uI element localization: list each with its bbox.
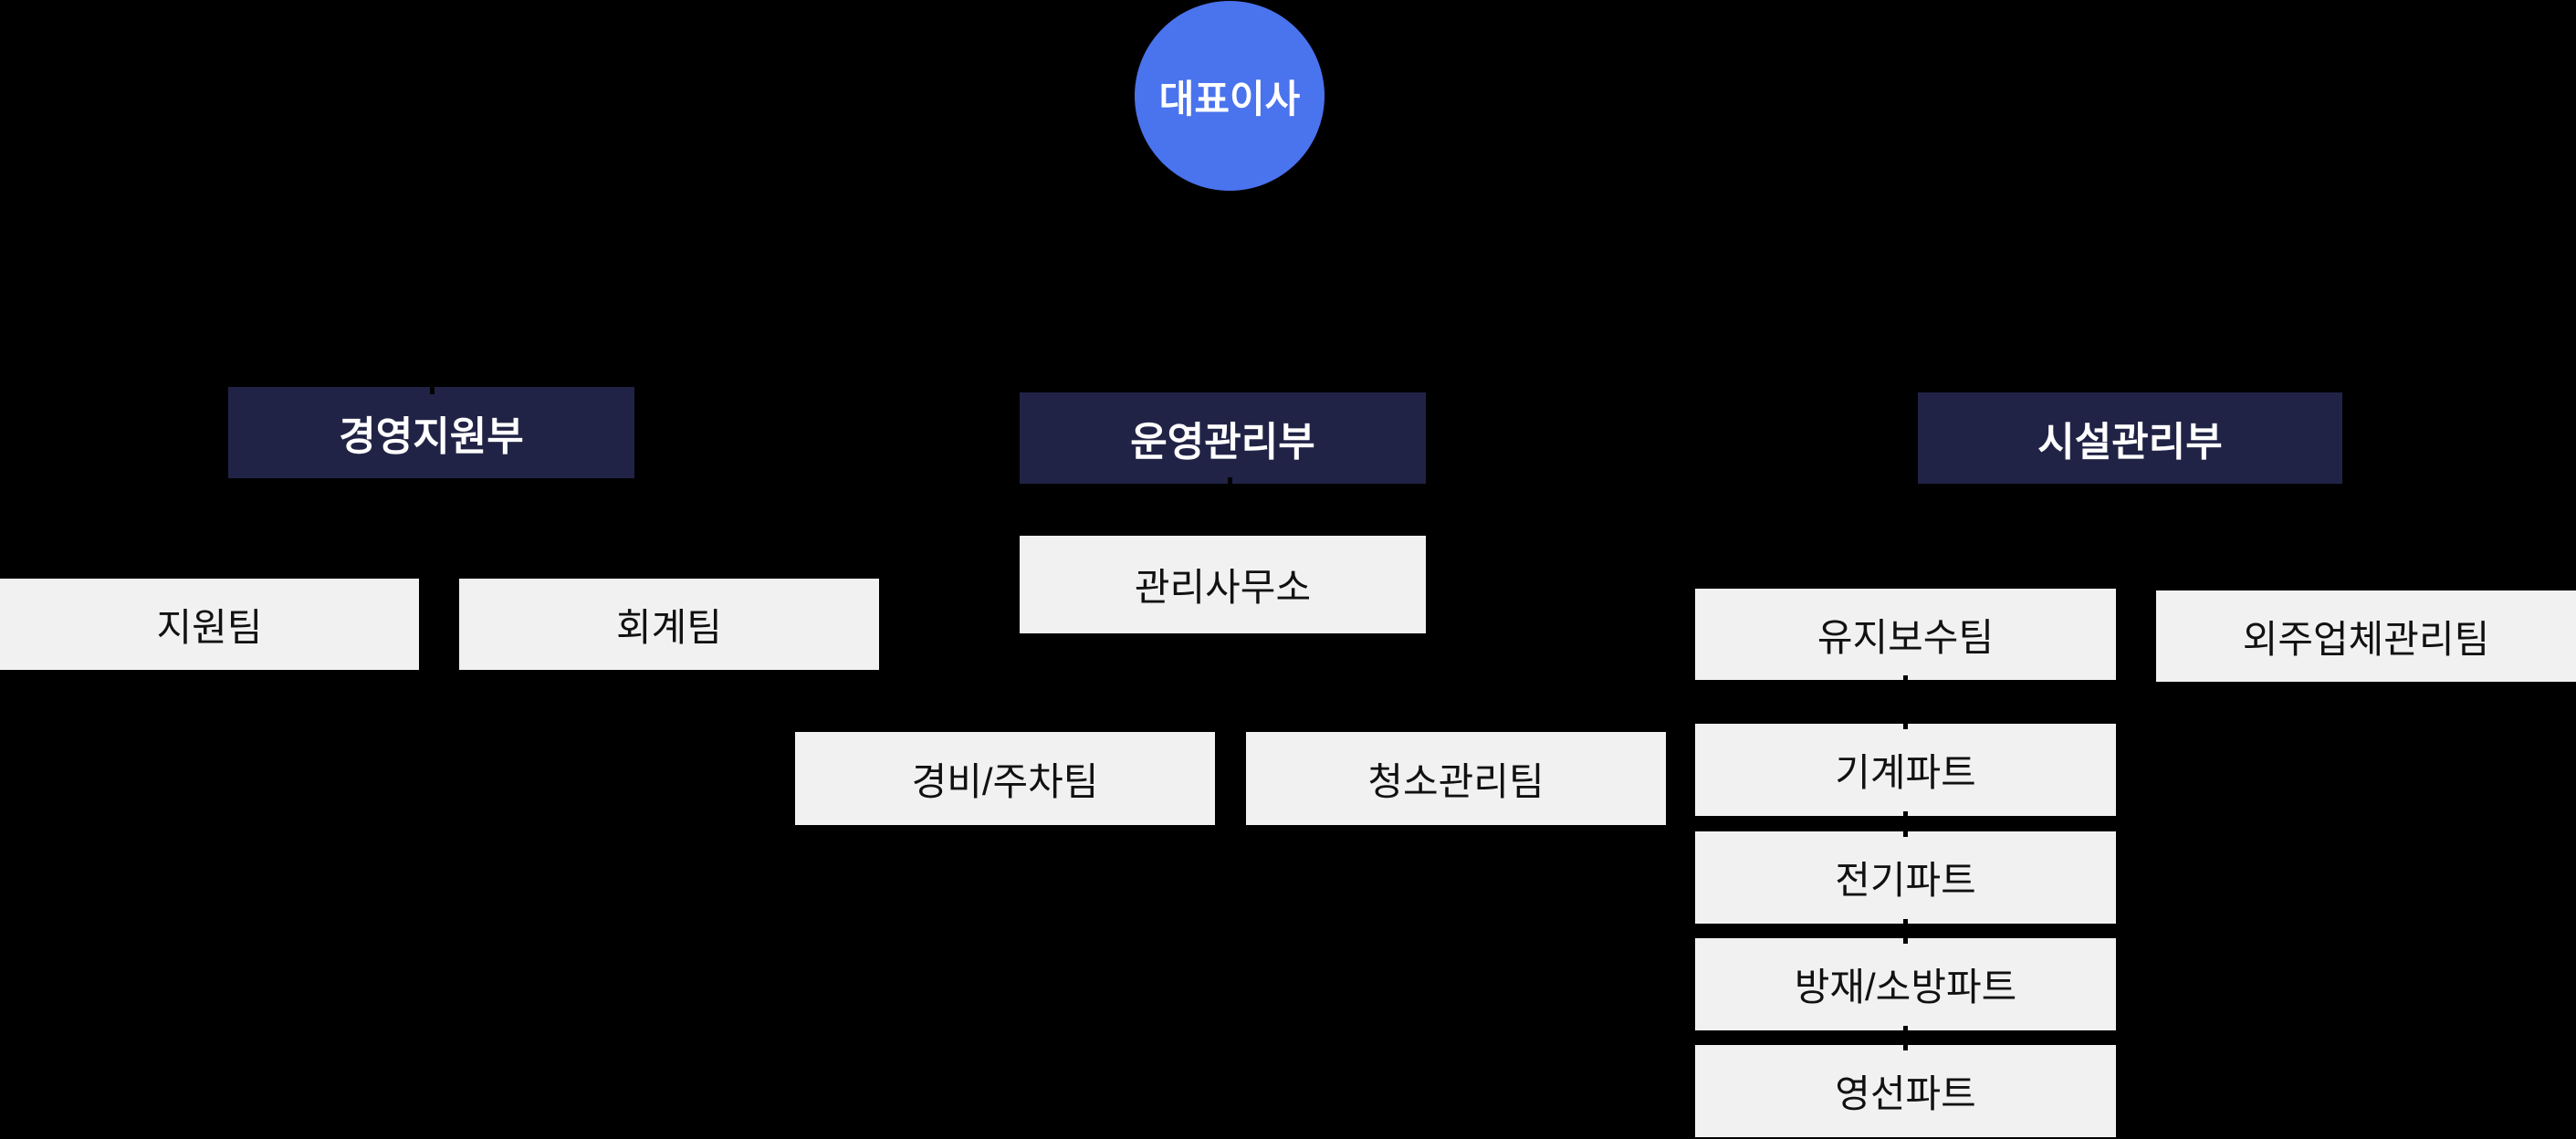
team-box-security-parking-team: 경비/주차팀 [795, 732, 1215, 825]
team-box-cleaning-management-team: 청소관리팀 [1246, 732, 1666, 825]
department-label: 시설관리부 [2037, 420, 2223, 465]
subteam-box-electrical-part: 전기파트 [1695, 831, 2116, 924]
department-header-management-support: 경영지원부 [228, 387, 634, 478]
department-header-facility-management: 시설관리부 [1918, 392, 2342, 484]
subteam-label: 전기파트 [1835, 859, 1976, 902]
subteam-box-mechanical-part: 기계파트 [1695, 724, 2116, 816]
subteam-box-disaster-fire-part: 방재/소방파트 [1695, 938, 2116, 1030]
department-header-operations-management: 운영관리부 [1020, 392, 1426, 484]
ceo-node: 대표이사 [1135, 1, 1325, 191]
subteam-label: 기계파트 [1835, 751, 1976, 794]
connector-tick [1903, 934, 1908, 944]
subteam-label: 방재/소방파트 [1794, 966, 2017, 1008]
team-box-maintenance-team: 유지보수팀 [1695, 589, 2116, 680]
department-label: 경영지원부 [339, 414, 524, 459]
team-label: 경비/주차팀 [911, 759, 1099, 803]
connector-tick [1903, 811, 1908, 821]
team-label: 청소관리팀 [1367, 759, 1545, 803]
team-label: 유지보수팀 [1817, 615, 1995, 659]
connector-tick [430, 382, 435, 394]
connector-tick [1903, 1040, 1908, 1050]
connector-tick [1228, 477, 1232, 489]
team-box-management-office: 관리사무소 [1020, 536, 1426, 633]
connector-tick [1903, 1026, 1908, 1036]
team-box-support-team: 지원팀 [0, 579, 419, 670]
connector-tick [1903, 675, 1908, 685]
subteam-box-repair-part: 영선파트 [1695, 1045, 2116, 1137]
team-label: 관리사무소 [1134, 566, 1312, 609]
subteam-label: 영선파트 [1835, 1072, 1976, 1115]
team-box-accounting-team: 회계팀 [459, 579, 879, 670]
team-box-outsourced-vendor-management-team: 외주업체관리팀 [2156, 590, 2576, 682]
team-label: 지원팀 [156, 605, 263, 649]
ceo-label: 대표이사 [1158, 77, 1301, 120]
team-label: 회계팀 [616, 605, 722, 649]
connector-tick [1903, 919, 1908, 929]
connector-tick [1903, 719, 1908, 729]
connector-tick [1903, 827, 1908, 837]
department-label: 운영관리부 [1130, 420, 1315, 465]
team-label: 외주업체관리팀 [2242, 617, 2490, 661]
